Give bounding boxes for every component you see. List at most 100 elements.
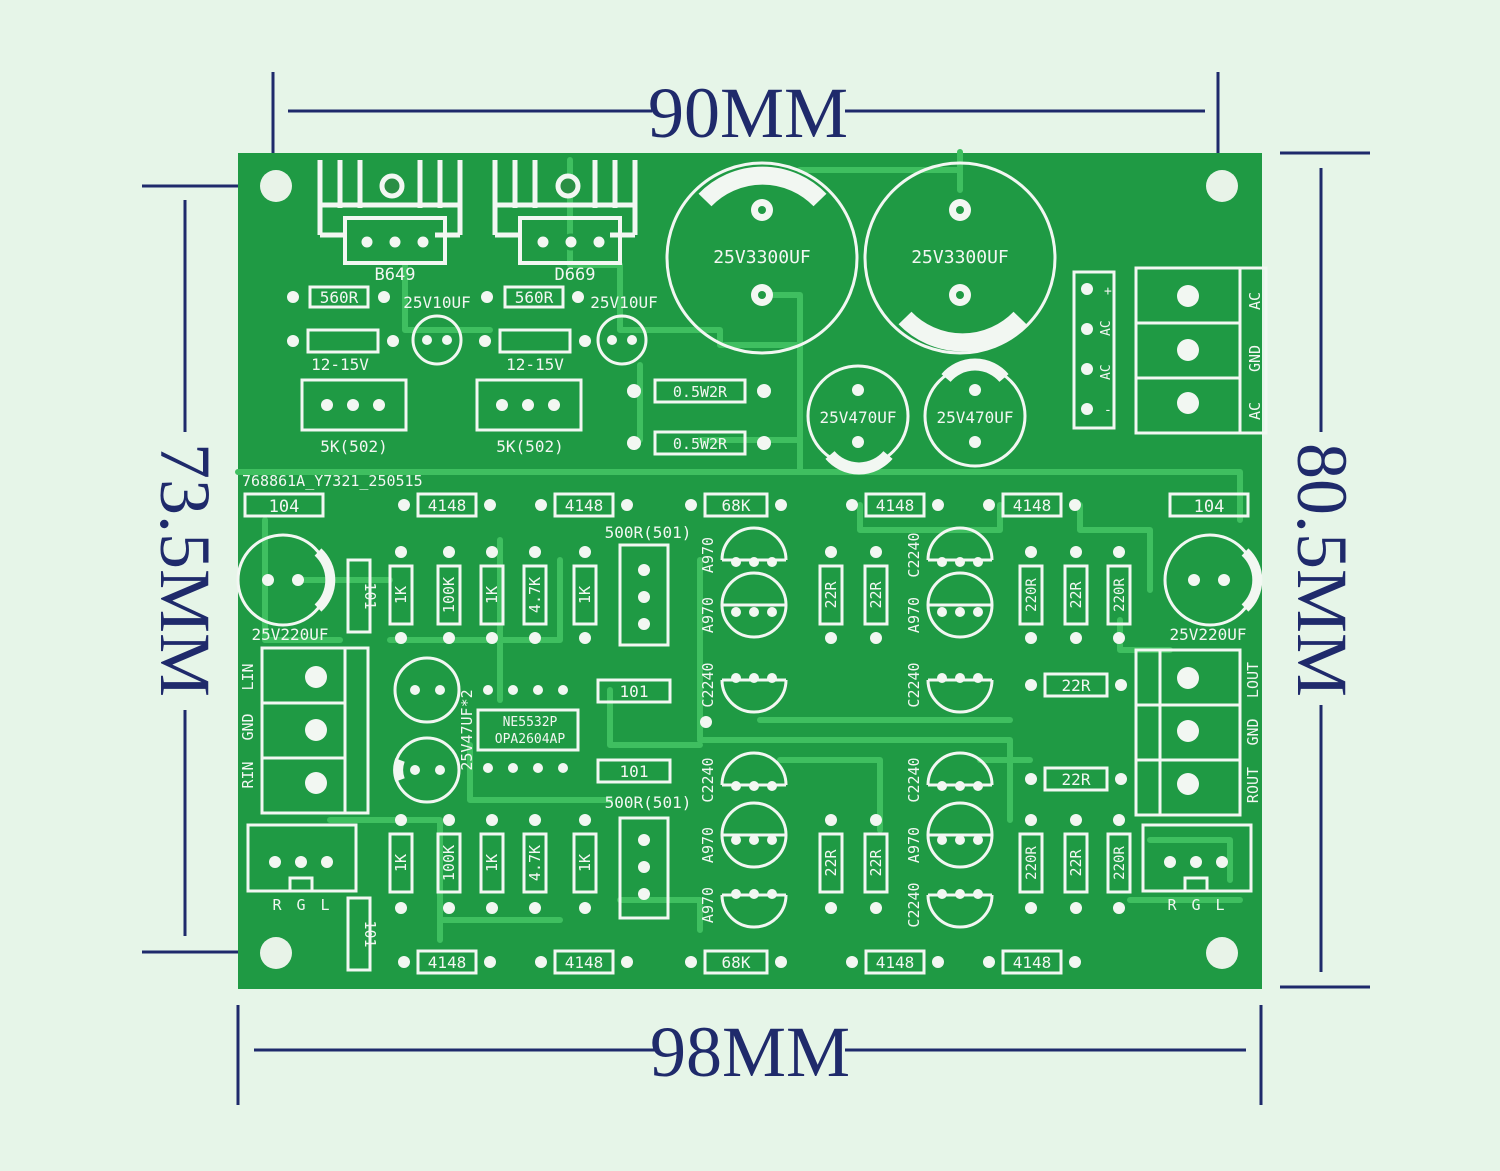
- diode-row-bottom-outlines: [416, 949, 1063, 975]
- r22-lower-3: 22R: [1067, 848, 1085, 876]
- r1k-upper-2: 1K: [483, 586, 501, 604]
- diode-top-2-label: 4148: [565, 496, 604, 515]
- r1k-upper-1: 1K: [392, 586, 410, 604]
- heatsink-right: [492, 160, 638, 265]
- r560-left-label: 560R: [320, 288, 359, 307]
- resistor-block-right-pads: [825, 546, 1127, 914]
- rgl-right-l: L: [1215, 896, 1224, 914]
- pair-c2240-2: C2240: [905, 532, 923, 577]
- r1k-lower-3: 1K: [576, 854, 594, 872]
- cap-101-lower-left-label: 101: [361, 920, 379, 947]
- opamp-caps: [393, 656, 461, 804]
- power-terminal-ac1: AC: [1246, 292, 1264, 310]
- pair-c2240-4: C2240: [699, 757, 717, 802]
- pair-a970-6: A970: [905, 827, 923, 863]
- rgl-connectors: [246, 823, 1253, 893]
- resistor-block-left-pads: [395, 546, 591, 914]
- mid-capacitor-right-label: 25V470UF: [936, 408, 1013, 427]
- rgl-left-r: R: [272, 896, 282, 914]
- r100k-lower: 100K: [440, 845, 458, 881]
- board-serial: 768861A_Y7321_250515: [242, 472, 423, 490]
- cap-104-right-label: 104: [1194, 497, 1225, 517]
- top-left-components: [300, 285, 747, 456]
- diode-top-1-label: 4148: [428, 496, 467, 515]
- dimension-lines: [142, 72, 1370, 1105]
- power-terminal-ac2: AC: [1246, 402, 1264, 420]
- heatsink-left: [317, 160, 463, 265]
- r1k-upper-3: 1K: [576, 586, 594, 604]
- output-rout: ROUT: [1244, 767, 1262, 803]
- cap-101-lower-mid-label: 101: [620, 762, 649, 781]
- r22-upper-1: 22R: [822, 580, 840, 608]
- opamp-label-1: NE5532P: [503, 715, 558, 730]
- power-header-plus: +: [1104, 284, 1112, 299]
- mid-capacitor-right: [923, 358, 1027, 468]
- diode-row-top-pads: [398, 499, 1081, 511]
- diode-top-3-label: 4148: [876, 496, 915, 515]
- resistor-block-upper-left: [388, 564, 598, 894]
- r560-right-label: 560R: [515, 288, 554, 307]
- rgl-right-r: R: [1167, 896, 1177, 914]
- r220-upper-1: 220R: [1024, 578, 1040, 612]
- trimmer-500r-pads: [638, 564, 650, 900]
- cap-10uf-right-label: 25V10UF: [590, 293, 657, 312]
- cap-101-upper-mid-label: 101: [620, 682, 649, 701]
- coupling-cap-right: [1163, 533, 1263, 627]
- main-capacitor-right-label: 25V3300UF: [911, 247, 1009, 268]
- zener-left-label: 12-15V: [311, 355, 369, 374]
- cap-101-upper-left-label: 101: [361, 582, 379, 609]
- coupling-cap-left: [236, 533, 336, 627]
- input-rin: RIN: [239, 761, 257, 788]
- diode-row-bottom-pads: [398, 956, 1081, 968]
- trimmer-500r-upper-label: 500R(501): [605, 523, 692, 542]
- r1k-lower-1: 1K: [392, 854, 410, 872]
- pair-a970-2: A970: [699, 597, 717, 633]
- cap-101-outlines: [346, 558, 672, 972]
- main-capacitor-left: [665, 161, 859, 355]
- input-lin: LIN: [239, 663, 257, 690]
- r47k-upper: 4.7K: [526, 577, 544, 613]
- opamp-chip: [476, 685, 580, 773]
- power-resistor-top-label: 0.5W2R: [673, 383, 728, 401]
- copper-traces: [235, 149, 1243, 943]
- power-header: [1072, 266, 1268, 435]
- power-header-ac2: AC: [1099, 364, 1114, 380]
- diode-bottom-4-label: 4148: [1013, 953, 1052, 972]
- mid-capacitor-left-label: 25V470UF: [819, 408, 896, 427]
- r220-lower-1: 220R: [1024, 846, 1040, 880]
- opamp-cap-label: 25V47UF*2: [458, 689, 476, 770]
- r100k-upper: 100K: [440, 577, 458, 613]
- power-terminal-gnd: GND: [1246, 345, 1264, 372]
- r68k-bottom-label: 68K: [722, 953, 751, 972]
- r22-mid-upper: 22R: [1062, 676, 1091, 695]
- output-terminal: [1134, 648, 1242, 817]
- input-terminal: [260, 646, 370, 815]
- diode-row-top-outlines: [243, 492, 1250, 518]
- main-capacitor-right: [863, 161, 1057, 355]
- bottom-width-label: 98MM: [650, 1012, 850, 1092]
- pair-a970-3: A970: [905, 597, 923, 633]
- r47k-lower: 4.7K: [526, 845, 544, 881]
- main-capacitor-left-label: 25V3300UF: [713, 247, 811, 268]
- r1k-lower-2: 1K: [483, 854, 501, 872]
- r22-lower-2: 22R: [867, 848, 885, 876]
- pair-a970-1: A970: [699, 537, 717, 573]
- power-header-minus: -: [1104, 403, 1112, 418]
- transistor-pins: [358, 233, 608, 251]
- transistor-d669-label: D669: [555, 265, 596, 285]
- right-height-label: 80.5MM: [1282, 443, 1362, 697]
- mid-capacitor-left: [806, 364, 910, 475]
- pair-c2240-3: C2240: [905, 662, 923, 707]
- rgl-right-g: G: [1191, 896, 1200, 914]
- transistor-b649-label: B649: [375, 265, 416, 285]
- power-resistor-bottom-label: 0.5W2R: [673, 435, 728, 453]
- diode-bottom-1-label: 4148: [428, 953, 467, 972]
- r220-lower-2: 220R: [1112, 846, 1128, 880]
- top-width-label: 90MM: [648, 73, 848, 153]
- cap-104-left-label: 104: [269, 497, 300, 517]
- r68k-top-label: 68K: [722, 496, 751, 515]
- output-lout: LOUT: [1244, 662, 1262, 698]
- pair-c2240-5: C2240: [905, 757, 923, 802]
